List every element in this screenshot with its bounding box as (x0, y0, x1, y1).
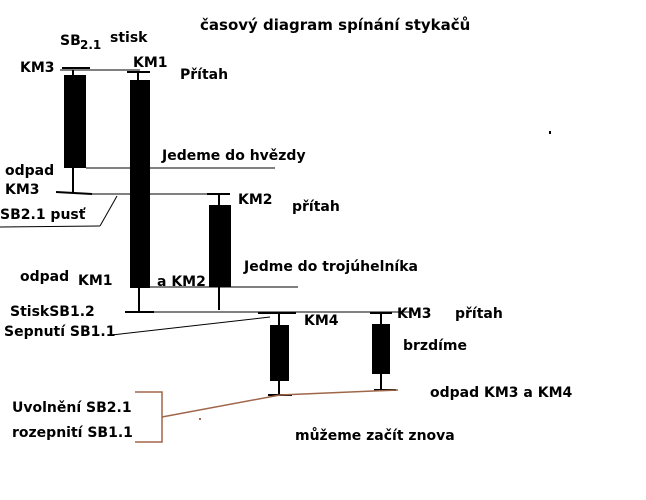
jedeme-hvezdy-label: Jedeme do hvězdy (161, 148, 306, 164)
km2-bar (209, 205, 231, 287)
odpad-km3-km4-label: odpad KM3 a KM4 (430, 385, 573, 401)
sepnuti-sb11-label: Sepnutí SB1.1 (4, 324, 115, 340)
km3-left-bar (64, 75, 86, 168)
stisk-sb12-label: StiskSB1.2 (10, 304, 95, 320)
km3-top-label: KM3 (20, 60, 55, 76)
km1-top-label: KM1 (133, 55, 168, 71)
sb-prefix-label: SB (60, 33, 81, 49)
pritah-km2-label: přítah (292, 199, 340, 215)
sb21-pust-label: SB2.1 pusť (0, 207, 87, 223)
km3-right-bar (372, 324, 390, 374)
stray-dot-right (549, 131, 551, 134)
pritah-km1-label: Přítah (180, 67, 228, 83)
odpad-km3-label: odpad (5, 163, 54, 179)
km3-right-label: KM3 (397, 306, 432, 322)
sepnuti-pointer (111, 316, 271, 336)
km3-odpad-label: KM3 (5, 182, 40, 198)
stray-dot-brown (199, 418, 201, 420)
pritah-km3-label: přítah (455, 306, 503, 322)
rozepnuti-sb11-label: rozepnití SB1.1 (12, 425, 133, 441)
diagram-title: časový diagram spínání stykačů (200, 16, 470, 34)
jedme-troj-label: Jedme do trojúhelníka (243, 259, 418, 275)
brzdime-label: brzdíme (403, 338, 467, 354)
uvolneni-bracket (135, 391, 163, 443)
sb21-pust-underline (0, 225, 101, 228)
a-km2-label: a KM2 (157, 274, 206, 290)
odpad-km1-label: odpad (20, 269, 69, 285)
km4-top-label: KM4 (304, 313, 339, 329)
sb-suffix-label: 2.1 (80, 38, 101, 52)
km1-odpad-label: KM1 (78, 273, 113, 289)
sb21-pust-pointer (99, 195, 118, 227)
stisk-label: stisk (110, 30, 148, 46)
odpad-km3-km4-line (279, 389, 399, 396)
uvolneni-sb21-label: Uvolnění SB2.1 (12, 400, 132, 416)
muzeme-znova-label: můžeme začít znova (295, 427, 455, 444)
km4-bar (270, 325, 289, 381)
km2-top-label: KM2 (238, 192, 273, 208)
km1-bar (130, 80, 150, 288)
uvolneni-pointer (161, 394, 281, 418)
